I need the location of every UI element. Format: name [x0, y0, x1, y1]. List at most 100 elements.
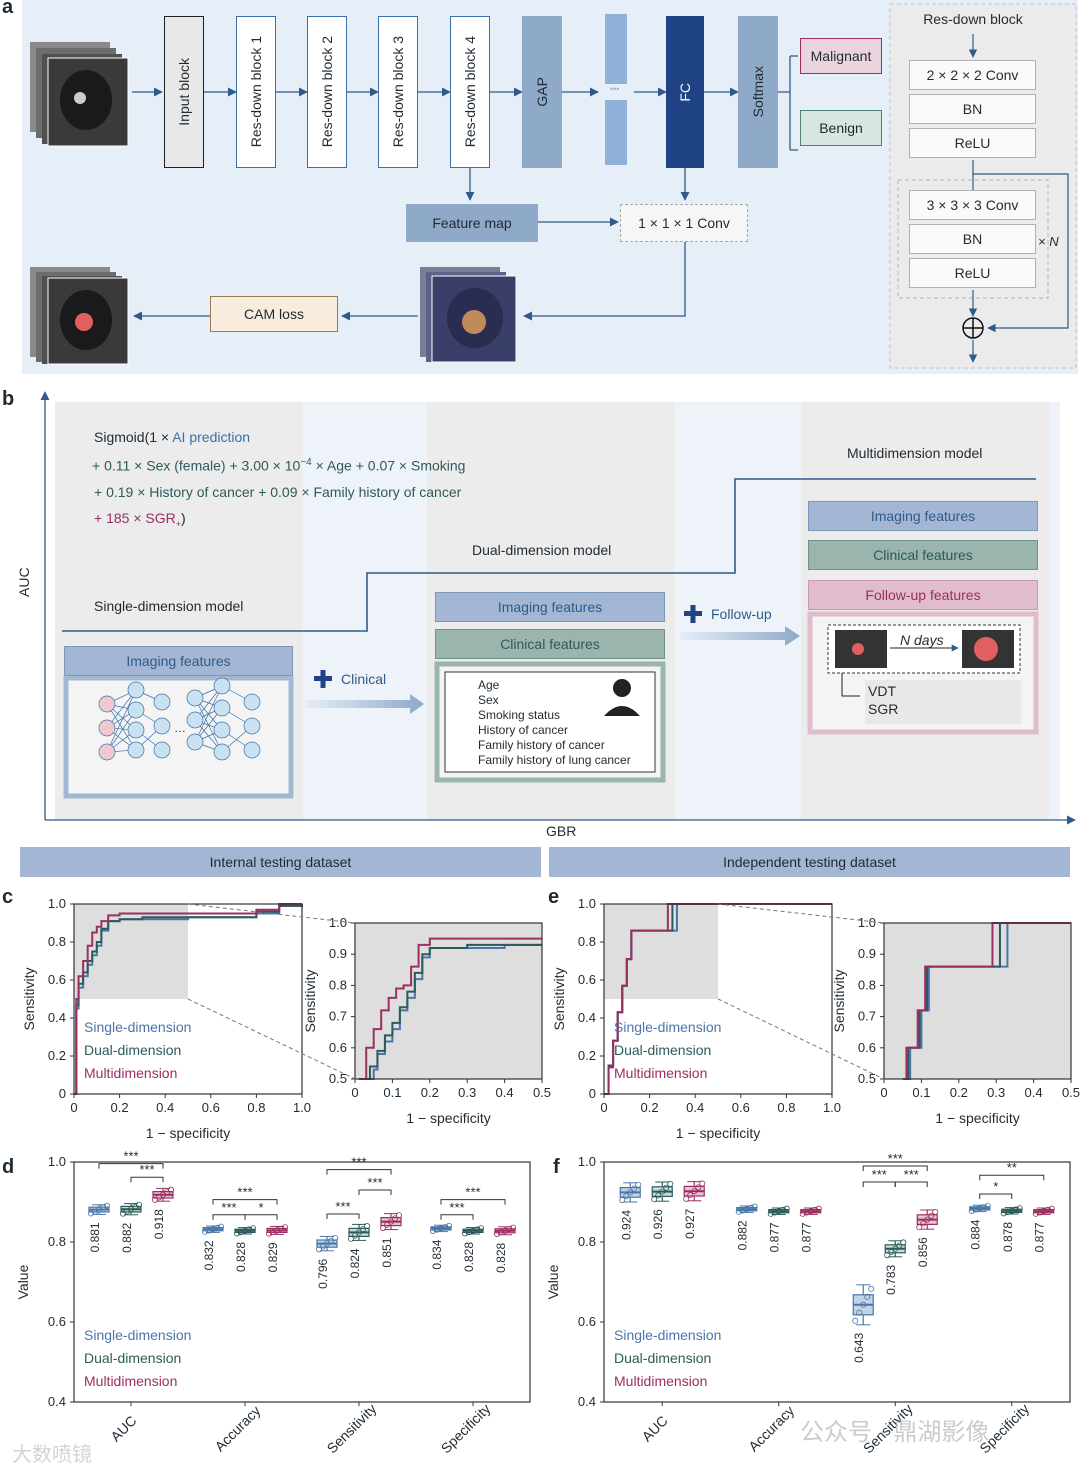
formula-sub: +	[175, 518, 181, 529]
legend-f-1: Dual-dimension	[614, 1350, 711, 1366]
y-tick-label-e: 0.2	[578, 1048, 596, 1063]
fc-label: FC	[677, 82, 693, 102]
data-point-f	[739, 1207, 746, 1214]
x-tick-label-e-zoom: 0.3	[987, 1085, 1005, 1100]
y-axis-label-e: Sensitivity	[551, 967, 567, 1030]
significance-stars-f: ***	[888, 1151, 903, 1166]
data-point-d	[315, 1246, 322, 1253]
x-tick-label-c: 0.4	[156, 1100, 174, 1115]
legend-d-2: Multidimension	[84, 1373, 177, 1389]
roc-curve-e-zoom-0	[906, 922, 1071, 1080]
x-tick-label-e-zoom: 0.2	[950, 1085, 968, 1100]
imaging-features-multi: Imaging features	[808, 501, 1038, 531]
data-point-f	[884, 1252, 891, 1259]
roc-curve-c-zoom-1	[362, 943, 542, 1080]
panel-letter-b: b	[2, 388, 15, 410]
y-tick-label-c: 0.6	[48, 972, 66, 987]
category-label-d: AUC	[107, 1412, 139, 1444]
y-tick-label-c-zoom: 0.7	[329, 1009, 347, 1024]
data-point-d	[395, 1212, 402, 1219]
formula-close: )	[180, 509, 186, 526]
significance-stars-d: ***	[335, 1199, 350, 1214]
followup-features-multi: Follow-up features	[808, 580, 1038, 610]
res-down-block-3: Res-down block 3	[378, 16, 418, 168]
data-point-d	[363, 1222, 370, 1229]
data-point-d	[217, 1223, 224, 1230]
roc-axes-c-zoom	[354, 922, 543, 1080]
value-label-d: 0.828	[462, 1242, 476, 1272]
clinical-item-smoking: Smoking status	[478, 708, 561, 722]
y-axis-label-c-zoom: Sensitivity	[302, 969, 318, 1032]
significance-stars-d: ***	[465, 1185, 480, 1200]
legend-e-0: Single-dimension	[614, 1019, 721, 1035]
resdown-relu1: ReLU	[909, 128, 1036, 158]
value-label-f: 0.924	[619, 1210, 633, 1240]
data-point-f	[868, 1285, 875, 1292]
softmax-label: Softmax	[750, 66, 766, 118]
data-point-d	[505, 1226, 512, 1233]
data-point-f	[779, 1206, 786, 1213]
data-point-d	[347, 1235, 354, 1242]
y-tick-label-e: 0	[589, 1086, 596, 1101]
data-point-d	[233, 1230, 240, 1237]
significance-stars-d: *	[258, 1200, 263, 1215]
value-label-d: 0.851	[380, 1237, 394, 1267]
data-point-d	[501, 1227, 508, 1234]
data-point-f	[888, 1248, 895, 1255]
benign-box: Benign	[800, 110, 882, 146]
data-point-f	[1036, 1209, 1043, 1216]
clinical-item-history: History of cancer	[478, 723, 569, 737]
y-tick-label-e-zoom: 0.8	[858, 977, 876, 992]
y-tick-label-e-zoom: 0.7	[858, 1009, 876, 1024]
feature-vectors	[605, 14, 627, 165]
dual-model-title: Dual-dimension model	[472, 542, 612, 558]
gap-label: GAP	[534, 77, 550, 107]
category-label-d: Accuracy	[211, 1402, 263, 1454]
data-point-f	[623, 1193, 630, 1200]
y-tick-label-e: 1.0	[578, 896, 596, 911]
significance-stars-d: ***	[351, 1155, 366, 1170]
significance-stars-f: ***	[872, 1167, 887, 1182]
data-point-f	[1016, 1205, 1023, 1212]
y-tick-label-c: 0	[59, 1086, 66, 1101]
resdown-conv3: 3 × 3 × 3 Conv	[909, 190, 1036, 220]
data-point-d	[359, 1226, 366, 1233]
value-label-f: 0.927	[683, 1208, 697, 1238]
data-point-f	[1004, 1209, 1011, 1216]
significance-bracket-d	[244, 1214, 278, 1220]
value-label-f: 0.643	[852, 1332, 866, 1362]
value-label-d: 0.796	[316, 1258, 330, 1288]
data-point-d	[281, 1224, 288, 1231]
y-tick-label-f: 1.0	[578, 1154, 596, 1169]
n-days-label: N days	[900, 632, 944, 648]
softmax-block: Softmax	[738, 16, 778, 168]
zoom-link-bottom-c	[187, 998, 356, 1080]
formula-line4: + 185 × SGR	[94, 509, 176, 526]
y-tick-label-c-zoom: 0.9	[329, 946, 347, 961]
y-tick-label-c-zoom: 0.8	[329, 977, 347, 992]
data-point-f	[667, 1180, 674, 1187]
data-point-f	[747, 1204, 754, 1211]
data-point-f	[767, 1210, 774, 1217]
data-point-d	[497, 1229, 504, 1236]
x-axis-label-e-zoom: 1 − specificity	[935, 1110, 1019, 1126]
x-tick-label-e: 1.0	[823, 1100, 841, 1115]
category-label-f: AUC	[639, 1412, 671, 1444]
data-point-f	[976, 1205, 983, 1212]
neural-network-icon	[98, 677, 261, 761]
vdt-label: VDT	[868, 683, 896, 699]
data-point-d	[237, 1229, 244, 1236]
significance-stars-d: ***	[237, 1185, 252, 1200]
clinical-list: Age Sex Smoking status History of cancer…	[478, 678, 631, 768]
legend-c-0: Single-dimension	[84, 1019, 191, 1035]
data-point-f	[695, 1184, 702, 1191]
data-point-f	[627, 1189, 634, 1196]
roc-curve-c-2	[74, 903, 302, 1095]
value-label-d: 0.824	[348, 1248, 362, 1278]
panel-letter-a: a	[2, 0, 14, 18]
times-n-label: × N	[1038, 234, 1059, 249]
x-tick-label-c-zoom: 0.3	[458, 1085, 476, 1100]
roc-curve-e-zoom-1	[904, 922, 1071, 1080]
data-point-d	[351, 1232, 358, 1239]
